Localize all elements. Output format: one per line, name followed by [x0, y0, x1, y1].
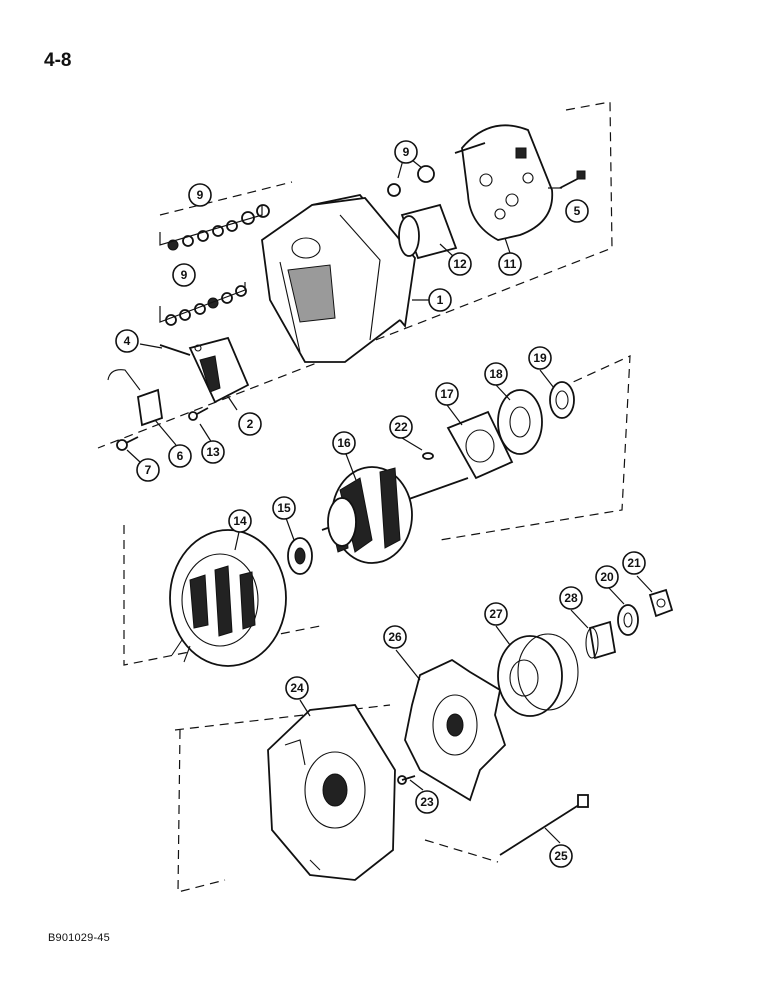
callout-13-label: 13: [206, 445, 220, 459]
callout-20-label: 20: [600, 570, 614, 584]
figure-code: B901029-45: [48, 932, 110, 944]
brush-4: [159, 344, 191, 356]
lockwasher-20: [617, 604, 639, 636]
callout-16: 16: [332, 431, 356, 455]
callout-9-middle-label: 9: [181, 268, 188, 282]
callout-26: 26: [383, 625, 407, 649]
callout-7: 7: [136, 458, 160, 482]
key-22: [422, 452, 434, 460]
callout-9-middle: 9: [172, 263, 196, 287]
voltage-regulator: [188, 336, 250, 404]
callout-26-label: 26: [388, 630, 402, 644]
seal-19: [549, 381, 575, 419]
callout-23-label: 23: [420, 795, 434, 809]
callout-18-label: 18: [489, 367, 503, 381]
drive-end-frame: [267, 704, 396, 881]
callout-1-label: 1: [437, 293, 444, 307]
callout-9-upper-right: 9: [394, 140, 418, 164]
callout-5-label: 5: [574, 204, 581, 218]
callout-2: 2: [238, 412, 262, 436]
spacer-28: [585, 620, 617, 660]
callout-24-label: 24: [290, 681, 304, 695]
callout-11: 11: [498, 252, 522, 276]
callout-14-label: 14: [233, 514, 247, 528]
callout-4-label: 4: [124, 334, 131, 348]
callout-27: 27: [484, 602, 508, 626]
callout-25: 25: [549, 844, 573, 868]
callout-23: 23: [415, 790, 439, 814]
callout-25-label: 25: [554, 849, 568, 863]
washer-set-9-top: [167, 204, 270, 251]
callout-14: 14: [228, 509, 252, 533]
callout-5: 5: [565, 199, 589, 223]
callout-16-label: 16: [337, 436, 351, 450]
slip-ring-end-frame: [261, 194, 416, 363]
callout-24: 24: [285, 676, 309, 700]
callout-17-label: 17: [440, 387, 454, 401]
callout-6: 6: [168, 444, 192, 468]
bolt-5: [559, 170, 586, 189]
callout-28: 28: [559, 586, 583, 610]
callout-27-label: 27: [489, 607, 503, 621]
callout-13: 13: [201, 440, 225, 464]
callout-2-label: 2: [247, 417, 254, 431]
nut-21: [648, 588, 674, 618]
washer-set-9-bottom: [165, 285, 247, 326]
retainer-plate: [446, 410, 514, 480]
rotor: [321, 466, 469, 564]
callout-15: 15: [272, 496, 296, 520]
callout-19: 19: [528, 346, 552, 370]
rectifier-bridge: [454, 124, 554, 241]
callout-28-label: 28: [564, 591, 578, 605]
callout-20: 20: [595, 565, 619, 589]
callout-17: 17: [435, 382, 459, 406]
callout-22-label: 22: [394, 420, 408, 434]
callout-1: 1: [428, 288, 452, 312]
screw-13: [188, 407, 209, 421]
screw-7: [116, 436, 139, 451]
screw-23: [397, 775, 416, 785]
through-bolt-25: [499, 794, 589, 856]
callout-18: 18: [484, 362, 508, 386]
callout-22: 22: [389, 415, 413, 439]
callout-9-upper-right-label: 9: [403, 145, 410, 159]
nut-set-9-upper: [387, 165, 435, 197]
callout-6-label: 6: [177, 449, 184, 463]
callout-12-label: 12: [453, 257, 467, 271]
callout-21-label: 21: [627, 556, 641, 570]
callout-9-top: 9: [188, 183, 212, 207]
callout-15-label: 15: [277, 501, 291, 515]
cooling-fan: [404, 658, 507, 802]
callout-7-label: 7: [145, 463, 152, 477]
callout-11-label: 11: [504, 257, 517, 271]
bearing-15: [287, 537, 313, 575]
bearing-18: [497, 389, 543, 455]
plug-6: [107, 369, 163, 427]
callout-4: 4: [115, 329, 139, 353]
sleeve-12: [398, 203, 458, 260]
callout-19-label: 19: [533, 351, 547, 365]
callout-9-top-label: 9: [197, 188, 204, 202]
pulley: [497, 633, 579, 717]
leader-lines: [126, 159, 653, 844]
callout-12: 12: [448, 252, 472, 276]
page-number: 4-8: [44, 50, 72, 71]
callout-21: 21: [622, 551, 646, 575]
stator: [169, 529, 287, 667]
